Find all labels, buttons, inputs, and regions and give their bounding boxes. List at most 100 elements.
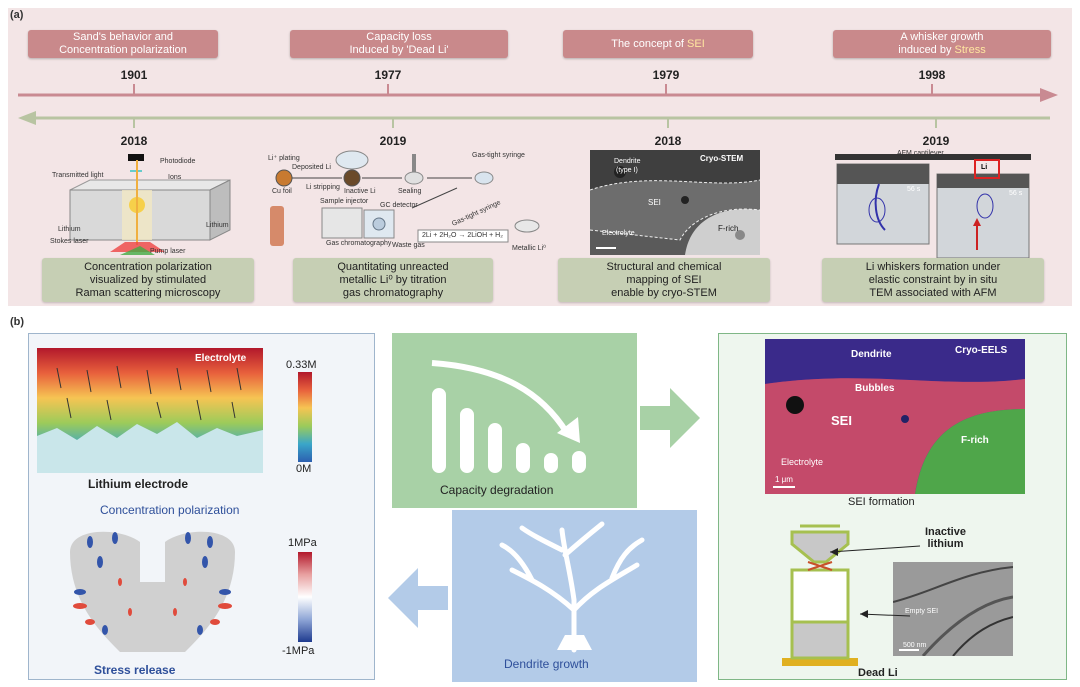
titration-gc-drawing (270, 150, 540, 246)
caption-line: TEM associated with AFM (869, 286, 997, 299)
sealing-label: Sealing (398, 188, 422, 195)
photodiode-label: Photodiode (160, 158, 196, 165)
dendrite-growth-box: Dendrite growth (452, 510, 697, 682)
panel-a-label: (a) (10, 9, 24, 21)
dead-li-diagram (782, 524, 858, 666)
tag-line: A whisker growth (900, 31, 984, 43)
inactive-li-label: Inactive Li (344, 188, 376, 195)
afm-tem-image: AFM cantilever 56 s 56 s Li (835, 150, 1031, 259)
dendrite-type-label: (type I) (616, 167, 638, 174)
eels-sei-label: SEI (831, 413, 852, 428)
metallic-li-label: Metallic Li⁰ (512, 245, 546, 252)
tag-line: Concentration polarization (59, 44, 187, 56)
electrolyte-heatmap-label: Electrolyte (195, 353, 247, 364)
year-1979: 1979 (652, 68, 680, 82)
lithium-right-label: Lithium (206, 222, 229, 229)
tag-line: Sand's behavior and (73, 31, 173, 43)
eels-dendrite-label: Dendrite (851, 349, 892, 360)
cryo-eels-title: Cryo-EELS (955, 345, 1008, 356)
cryo-stem-image: Cryo-STEM Dendrite (type I) SEI F-rich E… (589, 150, 761, 255)
panel-b-label: (b) (10, 316, 25, 328)
eels-scale-label: 1 μm (775, 475, 793, 484)
f-rich-label: F-rich (718, 224, 739, 233)
li-plating-label: Li⁺ plating (268, 155, 300, 162)
empty-sei-label: Empty SEI (905, 608, 939, 615)
afm-tem-drawing (835, 154, 1031, 259)
caption-line: Li whiskers formation under (865, 260, 1001, 273)
bottom-timeline-arrow (18, 111, 1050, 128)
concentration-heatmap: Electrolyte (37, 348, 263, 473)
ions-label: Ions (168, 174, 182, 181)
transmitted-light-label: Transmitted light (52, 172, 104, 179)
caption-line: enable by cryo-STEM (611, 286, 717, 299)
colorbar-max-label: 0.33M (286, 359, 317, 371)
lithium-line: lithium (927, 538, 964, 550)
stokes-laser-label: Stokes laser (50, 238, 89, 245)
dendrite-tree-icon (499, 521, 645, 653)
colorbar-min-label: 0M (296, 463, 312, 475)
tem-scale-label: 500 nm (903, 642, 927, 649)
li-stripping-label: Li stripping (306, 184, 340, 191)
dead-li-tem-image: Empty SEI 500 nm (892, 562, 1014, 657)
tag-line: Capacity loss (366, 31, 432, 43)
stress-max-label: 1MPa (288, 537, 317, 549)
caption-line: Quantitating unreacted (337, 260, 449, 273)
caption-line: elastic constraint by in situ (868, 273, 998, 286)
sei-label: SEI (648, 198, 661, 207)
year-2019-a: 2019 (379, 134, 407, 148)
tag-line: Induced by 'Dead Li' (349, 44, 449, 56)
afm-cantilever-label: AFM cantilever (897, 150, 944, 157)
raman-setup-illustration: Photodiode Transmitted light Ions Lithiu… (40, 150, 250, 258)
raman-setup-drawing (69, 154, 231, 255)
caption-line: mapping of SEI (626, 273, 702, 286)
time-label-2: 56 s (1009, 190, 1023, 197)
right-arrow (640, 388, 700, 448)
stress-colorbar (298, 552, 312, 642)
electrolyte-label: Electrolyte (602, 230, 635, 237)
gc-detector-label: GC detector (380, 202, 418, 209)
waste-gas-label: Waste gas (392, 242, 425, 249)
capacity-degradation-label: Capacity degradation (440, 483, 554, 497)
concentration-polarization-label: Concentration polarization (100, 503, 240, 517)
cryo-eels-drawing (765, 339, 1025, 494)
inactive-line: Inactive (925, 526, 966, 538)
pump-laser-label: Pump laser (150, 248, 186, 255)
capacity-degradation-box: Capacity degradation (392, 333, 637, 508)
titration-gc-illustration: Li⁺ plating Deposited Li Cu foil Li stri… (262, 148, 552, 260)
lithium-electrode-label: Lithium electrode (88, 477, 189, 491)
tag-line: induced by (898, 44, 955, 56)
eels-f-rich-label: F-rich (961, 435, 989, 446)
cu-foil-label: Cu foil (272, 188, 292, 195)
reaction-equation: 2Li + 2H₂O → 2LiOH + H₂ (422, 232, 503, 239)
timeline-arrows (18, 84, 1058, 128)
year-2019-b: 2019 (922, 134, 950, 148)
year-1998: 1998 (918, 68, 946, 82)
concentration-colorbar (298, 372, 312, 462)
dendrite-growth-label: Dendrite growth (504, 657, 589, 671)
year-1977: 1977 (374, 68, 402, 82)
year-1901: 1901 (120, 68, 148, 82)
cryo-stem-title: Cryo-STEM (700, 154, 744, 163)
stress-map-drawing (70, 531, 235, 652)
time-label-1: 56 s (907, 186, 921, 193)
concentration-heatmap-drawing (37, 348, 263, 473)
deposited-li-label: Deposited Li (292, 164, 331, 171)
dendrite-label: Dendrite (614, 158, 641, 165)
stress-map (60, 522, 245, 662)
left-arrow (388, 568, 448, 628)
tag-highlight: Stress (954, 44, 986, 56)
lithium-left-label: Lithium (58, 226, 81, 233)
stress-release-label: Stress release (94, 663, 176, 677)
caption-line: visualized by stimulated (89, 273, 207, 286)
year-2018-b: 2018 (654, 134, 682, 148)
tem-fibers (892, 566, 1014, 657)
whisker-tag: Li (981, 164, 988, 171)
pointer-arrows (829, 545, 921, 618)
sei-formation-label: SEI formation (848, 496, 915, 508)
dead-li-label: Dead Li (858, 667, 898, 679)
